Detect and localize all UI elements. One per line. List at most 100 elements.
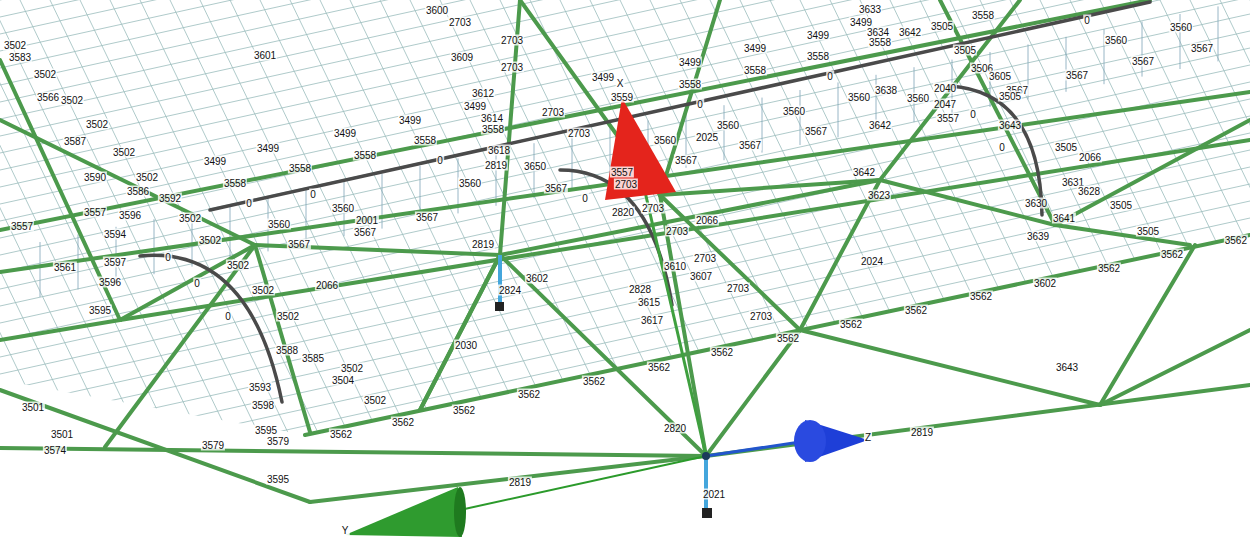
element-number: 2040 [933, 83, 957, 94]
element-number: 2703 [567, 128, 591, 139]
element-number: 0 [826, 71, 834, 82]
element-number: 3642 [852, 167, 876, 178]
element-number: 0 [1083, 15, 1091, 26]
element-number: 2819 [910, 427, 934, 438]
mesh-line [980, 0, 1242, 545]
element-number: 3594 [103, 229, 127, 240]
beam-element [500, 180, 880, 255]
element-number: 3502 [85, 119, 109, 130]
beam-element [120, 140, 1250, 320]
mesh-line [0, 0, 222, 545]
element-number: 3574 [43, 445, 67, 456]
mesh-line [920, 0, 1182, 545]
mesh-line [0, 65, 1250, 340]
mesh-line [0, 0, 1250, 272]
element-number: 3502 [33, 69, 57, 80]
element-number: 3558 [223, 178, 247, 189]
mesh-line [0, 286, 1250, 545]
element-number: 3612 [471, 88, 495, 99]
dark-members [140, 2, 1150, 402]
element-number: 3600 [425, 5, 449, 16]
drop-line [800, 90, 801, 145]
element-number: 3562 [1160, 249, 1184, 260]
beam-element [0, 92, 1250, 272]
element-number: 3502 [60, 95, 84, 106]
beam-element [660, 195, 800, 330]
element-number: 3557 [936, 113, 960, 124]
mesh-line [800, 0, 1062, 545]
element-number: 3605 [988, 71, 1012, 82]
drop-line [724, 105, 725, 160]
element-number: 3562 [839, 319, 863, 330]
element-number: 3560 [782, 106, 806, 117]
element-number: 3560 [267, 219, 291, 230]
beam-element [1055, 120, 1250, 225]
element-number: 3567 [674, 155, 698, 166]
element-number: 3567 [544, 183, 568, 194]
mesh-line [0, 167, 1250, 442]
element-number: 3558 [413, 135, 437, 146]
element-number: 3561 [53, 262, 77, 273]
element-number: 3650 [523, 161, 547, 172]
mesh-line [20, 0, 282, 545]
element-number: 2066 [315, 280, 339, 291]
element-number: 2024 [860, 256, 884, 267]
element-number: 3504 [331, 375, 355, 386]
element-number: 3557 [83, 207, 107, 218]
element-number: 2820 [663, 423, 687, 434]
mesh-line [0, 0, 102, 545]
drop-line [306, 189, 307, 244]
beam-element [310, 456, 706, 502]
element-number: 3609 [450, 52, 474, 63]
element-number: 3558 [868, 37, 892, 48]
element-number: 3590 [83, 172, 107, 183]
drop-line [1142, 22, 1143, 77]
element-number: 2703 [500, 62, 524, 73]
mesh-line [1100, 0, 1250, 545]
element-number: 3585 [301, 353, 325, 364]
axis-label: X [616, 78, 625, 89]
mesh-line [0, 0, 192, 545]
beam-element [1055, 225, 1190, 245]
element-number: 3499 [398, 115, 422, 126]
element-number: 3560 [653, 135, 677, 146]
drop-line [40, 242, 41, 297]
element-number: 3501 [21, 402, 45, 413]
element-number: 3505 [1136, 226, 1160, 237]
mesh-line [1070, 0, 1250, 545]
element-number: 3567 [287, 239, 311, 250]
mesh-line [650, 0, 912, 545]
element-number: 3595 [266, 474, 290, 485]
element-number: 3639 [1026, 231, 1050, 242]
element-number: 3583 [8, 52, 32, 63]
drop-lines [40, 6, 1218, 297]
element-number: 3502 [3, 40, 27, 51]
element-number: 2066 [1078, 152, 1102, 163]
beam-element [0, 320, 120, 340]
element-number: 3588 [275, 345, 299, 356]
element-number: 3562 [517, 389, 541, 400]
mesh-line [0, 0, 1250, 17]
element-number: 3499 [806, 30, 830, 41]
element-number: 3558 [353, 150, 377, 161]
beam-element [0, 0, 1150, 230]
element-number: 3560 [1169, 22, 1193, 33]
element-number: 3643 [1055, 362, 1079, 373]
mesh-line [0, 201, 1250, 476]
element-number: 3501 [50, 429, 74, 440]
mesh-line [1010, 0, 1250, 545]
element-number: 2021 [702, 489, 726, 500]
element-number: 3560 [458, 178, 482, 189]
element-number: 3562 [329, 429, 353, 440]
element-number: 2025 [695, 132, 719, 143]
element-number: 3558 [288, 163, 312, 174]
element-number: 3587 [63, 136, 87, 147]
element-number: 0 [309, 189, 317, 200]
element-number: 3499 [203, 156, 227, 167]
beam-element [0, 448, 706, 456]
element-number: 3630 [1024, 198, 1048, 209]
element-number: 3601 [253, 50, 277, 61]
mesh-line [530, 0, 792, 545]
